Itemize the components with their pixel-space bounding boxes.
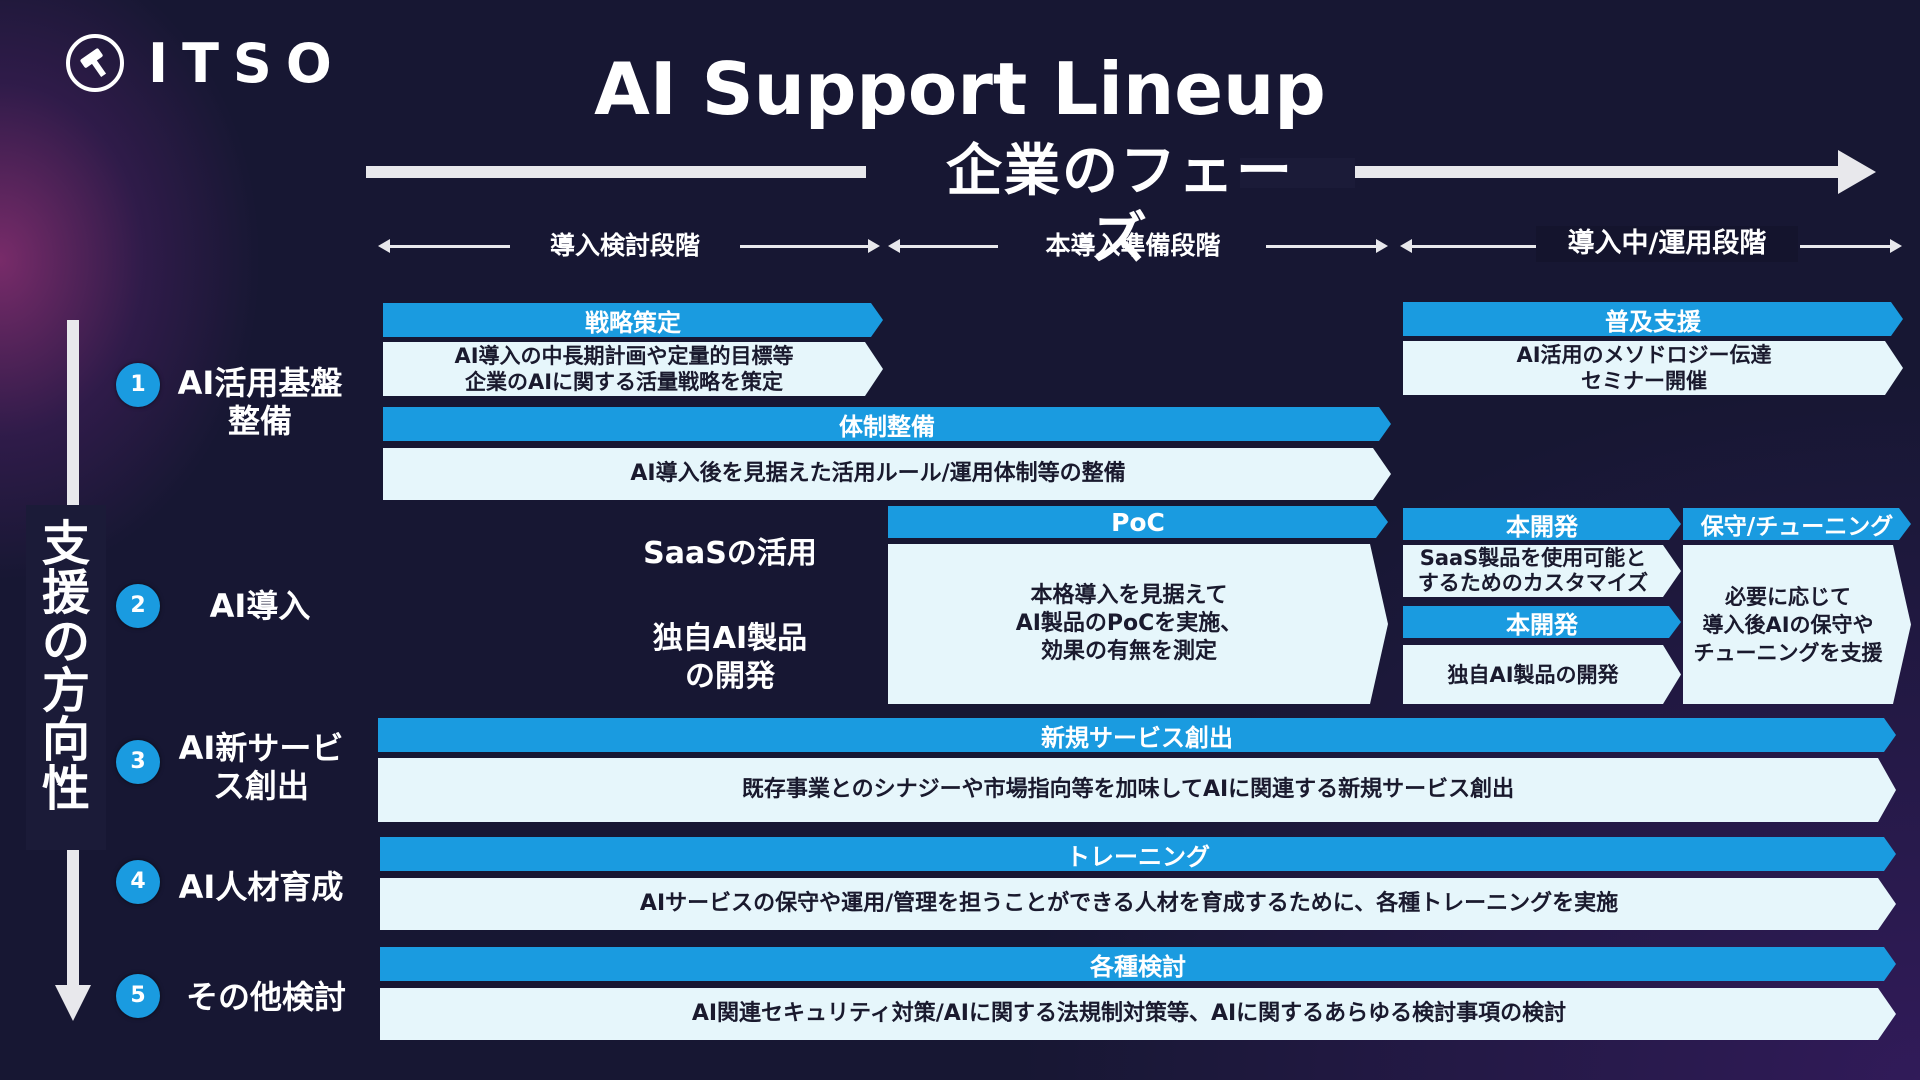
row-label-3: AI新サービス創出	[178, 729, 344, 805]
row-number-5: 5	[116, 974, 160, 1018]
phase-title-backdrop	[1240, 158, 1355, 188]
poc-header: PoC	[888, 506, 1388, 538]
maintenance-line-2: 導入後AIの保守や	[1702, 612, 1874, 637]
phase-arrow-line-left	[366, 166, 866, 178]
strategy-line-1: AI導入の中長期計画や定量的目標等	[454, 344, 794, 368]
stage3-line-left	[1410, 245, 1536, 248]
dev1-line-1: SaaS製品を使用可能と	[1419, 546, 1647, 570]
stage-label-3: 導入中/運用段階	[1536, 226, 1798, 262]
other-review-header: 各種検討	[380, 947, 1896, 981]
stage3-arrow-left-icon	[1400, 239, 1412, 253]
maintenance-box: 必要に応じて 導入後AIの保守や チューニングを支援	[1683, 545, 1911, 704]
stage1-line-left	[388, 245, 510, 248]
maintenance-line-3: チューニングを支援	[1693, 640, 1883, 665]
dev2-box: 独自AI製品の開発	[1403, 645, 1681, 704]
row-number-4: 4	[116, 860, 160, 904]
stage3-line-right	[1800, 245, 1892, 248]
stage2-line-right	[1266, 245, 1378, 248]
strategy-header: 戦略策定	[383, 303, 883, 337]
row-label-4: AI人材育成	[178, 868, 344, 906]
row-number-2: 2	[116, 584, 160, 628]
stage-label-1: 導入検討段階	[549, 231, 700, 260]
system-header: 体制整備	[383, 407, 1391, 441]
axis-line-bottom	[67, 848, 79, 988]
new-service-header: 新規サービス創出	[378, 718, 1896, 752]
spread-line-2: セミナー開催	[1581, 369, 1707, 393]
maintenance-line-1: 必要に応じて	[1725, 584, 1851, 609]
system-box: AI導入後を見据えた活用ルール/運用体制等の整備	[383, 448, 1391, 500]
dev1-box: SaaS製品を使用可能と するためのカスタマイズ	[1403, 545, 1681, 597]
axis-label: 支援の方向性	[41, 516, 90, 817]
row-label-5: その他検討	[185, 978, 346, 1016]
row-label-2: AI導入	[209, 587, 311, 625]
strategy-line-2: 企業のAIに関する活量戦略を策定	[464, 370, 784, 394]
stage-label-2: 本導入準備段階	[1045, 231, 1221, 260]
logo-text: ITSO	[148, 32, 346, 95]
own-product-label-2: の開発	[685, 659, 775, 694]
phase-title: 企業のフェーズ	[946, 139, 1294, 272]
stage3-arrow-right-icon	[1890, 239, 1902, 253]
page-title: AI Support Lineup	[594, 47, 1326, 131]
stage2-arrow-left-icon	[888, 239, 900, 253]
stage1-arrow-right-icon	[868, 239, 880, 253]
stage1-line-right	[740, 245, 870, 248]
poc-line-1: 本格導入を見据えて	[1030, 583, 1228, 608]
logo-mark-icon	[66, 34, 124, 92]
axis-label-backdrop	[26, 505, 106, 850]
stage2-line-left	[898, 245, 998, 248]
maintenance-header: 保守/チューニング	[1683, 508, 1911, 540]
training-header: トレーニング	[380, 837, 1896, 871]
stage2-arrow-right-icon	[1376, 239, 1388, 253]
training-box: AIサービスの保守や運用/管理を担うことができる人材を育成するために、各種トレー…	[380, 878, 1896, 930]
spread-header: 普及支援	[1403, 302, 1903, 336]
spread-box: AI活用のメソドロジー伝達 セミナー開催	[1403, 341, 1903, 395]
new-service-box: 既存事業とのシナジーや市場指向等を加味してAIに関連する新規サービス創出	[378, 758, 1896, 822]
row-number-3: 3	[116, 740, 160, 784]
phase-arrow-head-icon	[1838, 150, 1876, 194]
dev1-header: 本開発	[1403, 508, 1681, 540]
saas-label: SaaSの活用	[643, 536, 817, 571]
other-review-box: AI関連セキュリティ対策/AIに関する法規制対策等、AIに関するあらゆる検討事項…	[380, 988, 1896, 1040]
stage1-arrow-left-icon	[378, 239, 390, 253]
dev1-line-2: するためのカスタマイズ	[1417, 571, 1649, 595]
poc-line-3: 効果の有無を測定	[1040, 639, 1217, 664]
phase-arrow-line-right	[1355, 166, 1845, 178]
row-number-1: 1	[116, 363, 160, 407]
axis-arrow-down-icon	[55, 985, 91, 1021]
strategy-box: AI導入の中長期計画や定量的目標等 企業のAIに関する活量戦略を策定	[383, 342, 883, 396]
own-product-label-1: 独自AI製品	[652, 621, 808, 656]
axis-line-top	[67, 320, 79, 510]
dev2-header: 本開発	[1403, 606, 1681, 638]
poc-box: 本格導入を見据えて AI製品のPoCを実施、 効果の有無を測定	[888, 544, 1388, 704]
row-label-1: AI活用基盤整備	[177, 364, 343, 440]
spread-line-1: AI活用のメソドロジー伝達	[1516, 343, 1772, 367]
poc-line-2: AI製品のPoCを実施、	[1015, 611, 1243, 636]
